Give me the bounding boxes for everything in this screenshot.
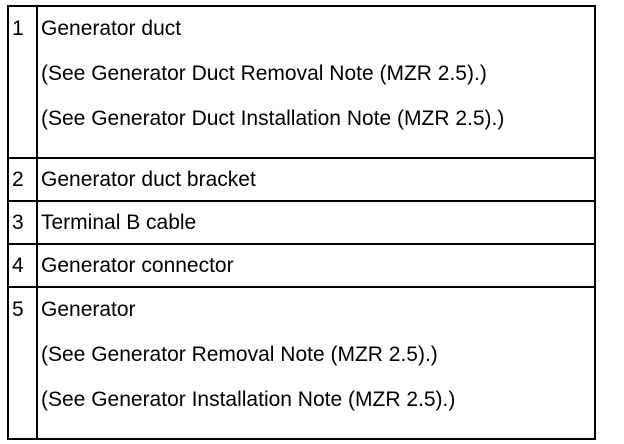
table-row: 2 Generator duct bracket (7, 157, 596, 202)
item-description-cell: Terminal B cable (36, 200, 596, 245)
item-number-cell: 3 (7, 200, 38, 245)
removal-note-link[interactable]: (See Generator Removal Note (MZR 2.5).) (41, 343, 438, 366)
item-name: Terminal B cable (41, 211, 197, 234)
parts-table: 1 Generator duct (See Generator Duct Rem… (7, 5, 596, 440)
item-description-cell: Generator connector (36, 243, 596, 288)
table-row: 3 Terminal B cable (7, 200, 596, 245)
item-name: Generator duct bracket (41, 168, 256, 191)
item-number: 3 (12, 211, 24, 234)
item-name: Generator connector (41, 254, 234, 277)
item-name: Generator duct (41, 17, 182, 40)
item-description-cell: Generator (See Generator Removal Note (M… (36, 286, 596, 440)
item-number-cell: 1 (7, 5, 38, 159)
installation-note-link[interactable]: (See Generator Installation Note (MZR 2.… (41, 388, 456, 411)
installation-note-link[interactable]: (See Generator Duct Installation Note (M… (41, 107, 505, 130)
table-row: 4 Generator connector (7, 243, 596, 288)
item-number: 1 (12, 17, 24, 40)
removal-note-link[interactable]: (See Generator Duct Removal Note (MZR 2.… (41, 62, 487, 85)
item-number: 5 (12, 298, 24, 321)
item-number: 2 (12, 168, 24, 191)
item-name: Generator (41, 298, 136, 321)
item-number-cell: 5 (7, 286, 38, 440)
item-number: 4 (12, 254, 24, 277)
table-row: 5 Generator (See Generator Removal Note … (7, 286, 596, 440)
item-description-cell: Generator duct (See Generator Duct Remov… (36, 5, 596, 159)
table-row: 1 Generator duct (See Generator Duct Rem… (7, 5, 596, 159)
item-number-cell: 2 (7, 157, 38, 202)
item-number-cell: 4 (7, 243, 38, 288)
item-description-cell: Generator duct bracket (36, 157, 596, 202)
